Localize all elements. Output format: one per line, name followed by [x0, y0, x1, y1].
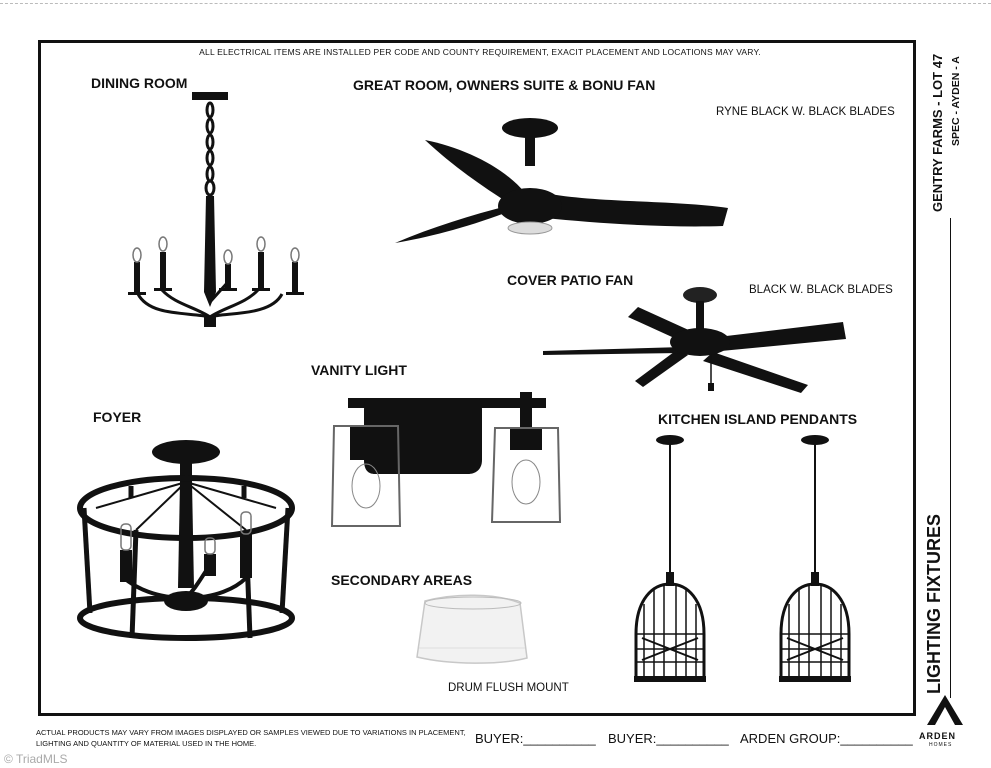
- vanity-light-title: VANITY LIGHT: [311, 362, 407, 378]
- project-name: GENTRY FARMS - LOT 47: [930, 53, 945, 212]
- cover-patio-fan-caption: BLACK W. BLACK BLADES: [749, 284, 893, 296]
- cage-pendant-icon: [634, 435, 706, 682]
- drum-flush-mount-caption: DRUM FLUSH MOUNT: [448, 682, 569, 694]
- ceiling-fan-icon: [395, 118, 728, 243]
- cover-patio-fan-title: COVER PATIO FAN: [507, 272, 634, 288]
- arden-group-signature: ARDEN GROUP:__________: [740, 731, 913, 746]
- arden-logo-icon: [927, 695, 963, 725]
- logo-name: ARDEN: [919, 731, 957, 741]
- sheet-title: LIGHTING FIXTURES: [924, 514, 944, 694]
- great-room-fan-title: GREAT ROOM, OWNERS SUITE & BONU FAN: [353, 77, 656, 93]
- secondary-areas-title: SECONDARY AREAS: [331, 572, 473, 588]
- chandelier-icon: [128, 92, 304, 327]
- watermark: © TriadMLS: [4, 752, 68, 766]
- scan-edge-line: [0, 3, 991, 4]
- ceiling-fan-icon: [543, 287, 846, 393]
- cage-pendant-icon: [779, 435, 851, 682]
- buyer-signature-1: BUYER:__________: [475, 731, 596, 746]
- sheet-frame: [38, 40, 916, 716]
- drum-flush-mount-icon: [416, 594, 528, 664]
- buyer-signature-2: BUYER:__________: [608, 731, 729, 746]
- spec-label: SPEC - AYDEN - A: [950, 56, 962, 146]
- title-block-divider: [950, 218, 951, 698]
- vanity-light-icon: [330, 392, 562, 527]
- dining-room-title: DINING ROOM: [91, 75, 188, 91]
- disclaimer: ACTUAL PRODUCTS MAY VARY FROM IMAGES DIS…: [36, 728, 466, 748]
- kitchen-pendants-title: KITCHEN ISLAND PENDANTS: [658, 411, 858, 427]
- foyer-cage-light-icon: [77, 440, 295, 641]
- title-block: GENTRY FARMS - LOT 47 SPEC - AYDEN - A L…: [920, 40, 978, 716]
- header-note: ALL ELECTRICAL ITEMS ARE INSTALLED PER C…: [199, 47, 761, 57]
- great-room-fan-caption: RYNE BLACK W. BLACK BLADES: [716, 106, 895, 118]
- foyer-title: FOYER: [93, 409, 142, 425]
- logo-sub: HOMES: [929, 742, 953, 748]
